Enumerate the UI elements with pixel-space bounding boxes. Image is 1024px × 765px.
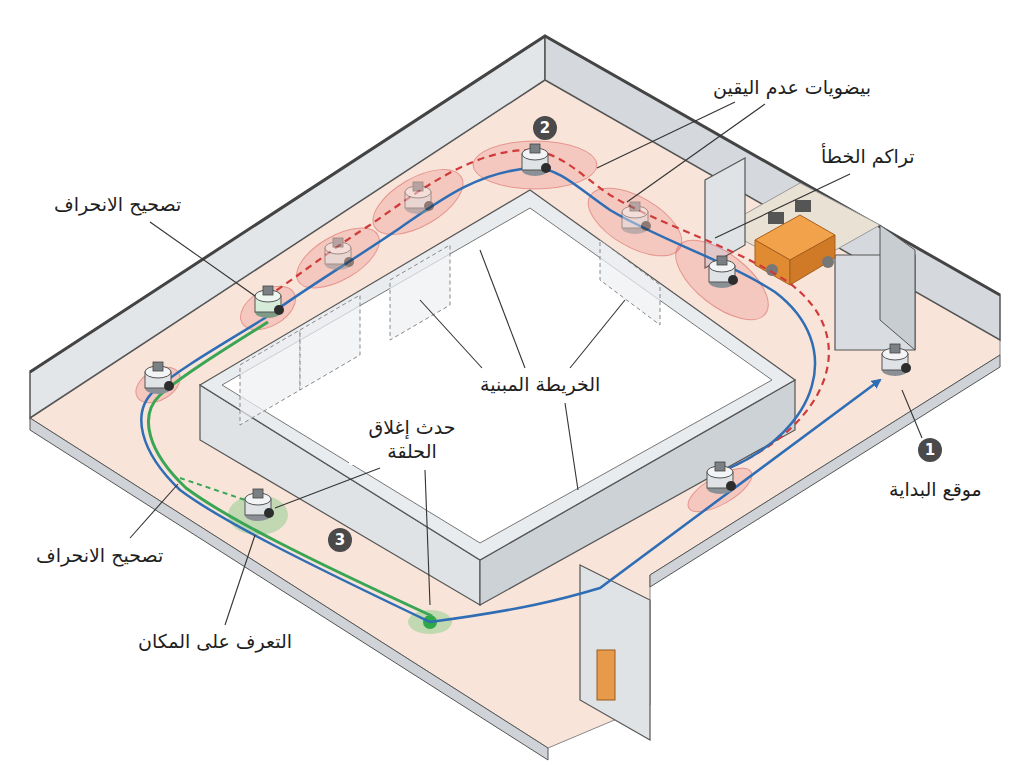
callout-label: موقع البداية: [889, 478, 982, 502]
callout-label: التعرف على المكان: [138, 630, 292, 654]
callout-label: بيضويات عدم اليقين: [713, 76, 871, 100]
callout-number: 2: [533, 116, 557, 140]
callout-number: 1: [918, 438, 942, 462]
callout-label: الخريطة المبنية: [476, 372, 604, 398]
callout-label: تصحيح الانحراف: [36, 544, 163, 568]
callout-label: حدث إغلاق الحلقة: [349, 415, 475, 465]
callout-number: 3: [328, 528, 352, 552]
callout-label: تراكم الخطأ: [821, 145, 915, 169]
callout-label: تصحيح الانحراف: [54, 193, 181, 217]
